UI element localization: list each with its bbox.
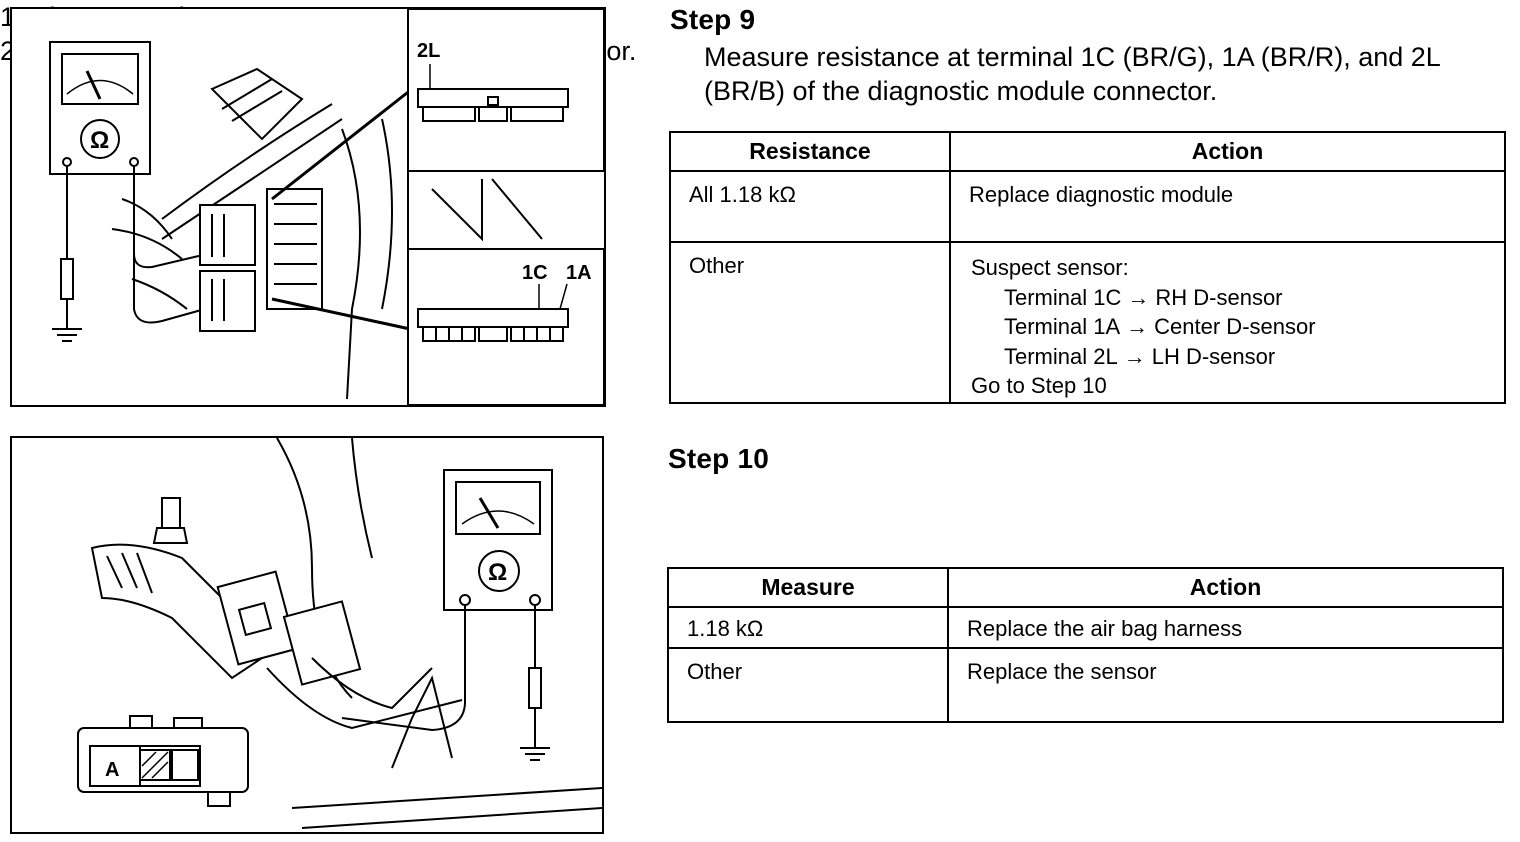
terminal-name: Terminal 2L xyxy=(1004,343,1118,369)
suspect-sensor-intro: Suspect sensor: xyxy=(971,255,1129,280)
sensor-measurement-illustration: Ω A xyxy=(77,438,602,829)
action-cell: Suspect sensor: Terminal 1C→RH D-sensor … xyxy=(951,243,1504,401)
table-header-action: Action xyxy=(947,567,1504,608)
sensor-name: RH D-sensor xyxy=(1155,284,1283,310)
terminal-name: Terminal 1A xyxy=(1004,314,1121,339)
figure-sensor-measurement: Ω A xyxy=(10,436,604,834)
label-2l: 2L xyxy=(417,40,440,62)
action-cell: Replace the sensor xyxy=(967,659,1157,684)
table-row: 1.18 kΩ Replace the air bag harness xyxy=(667,606,1504,649)
table-header-resistance: Resistance xyxy=(669,131,951,172)
terminal-mapping: Terminal 1A→Center D-sensor xyxy=(971,312,1504,342)
table-row: All 1.18 kΩ Replace diagnostic module xyxy=(669,170,1506,243)
sensor-name: LH D-sensor xyxy=(1151,343,1276,369)
connector-1c-1a-icon xyxy=(417,283,569,342)
diagnostic-module-illustration: Ω xyxy=(49,9,604,405)
ohmmeter-icon xyxy=(341,469,553,761)
table-row: Other Replace the sensor xyxy=(667,647,1504,723)
step-9-instruction: Measure resistance at terminal 1C (BR/G)… xyxy=(704,42,1440,106)
condition-cell: 1.18 kΩ xyxy=(687,616,764,641)
terminal-a-label: A xyxy=(105,759,119,781)
sensor-name: Center D-sensor xyxy=(1154,314,1316,339)
terminal-name: Terminal 1C xyxy=(1004,284,1122,310)
go-to-step-text: Go to Step 10 xyxy=(971,373,1107,398)
ohm-symbol: Ω xyxy=(488,559,507,586)
step-9-title: Step 9 xyxy=(670,4,756,35)
arrow-icon: → xyxy=(1126,314,1149,339)
arrow-icon: → xyxy=(1123,343,1146,369)
arrow-icon: → xyxy=(1127,284,1150,310)
ohm-symbol: Ω xyxy=(90,127,109,154)
label-1c: 1C xyxy=(522,262,548,284)
action-cell: Replace diagnostic module xyxy=(969,182,1234,207)
table-row: Other Suspect sensor: Terminal 1C→RH D-s… xyxy=(669,241,1506,404)
sensor-connector-icon xyxy=(77,715,249,807)
action-cell: Replace the air bag harness xyxy=(967,616,1243,641)
connector-2l-icon xyxy=(417,64,569,122)
label-1a: 1A xyxy=(566,262,592,284)
step-9-action-table: Resistance Action All 1.18 kΩ Replace di… xyxy=(669,131,1506,404)
table-header-action: Action xyxy=(949,131,1506,172)
terminal-mapping: Terminal 1C→RH D-sensor xyxy=(971,283,1504,313)
table-header-measure: Measure xyxy=(667,567,949,608)
condition-cell: Other xyxy=(689,253,745,278)
terminal-mapping: Terminal 2L→LH D-sensor xyxy=(971,342,1504,372)
condition-cell: All 1.18 kΩ xyxy=(689,182,796,207)
step-10-action-table: Measure Action 1.18 kΩ Replace the air b… xyxy=(667,567,1504,723)
condition-cell: Other xyxy=(687,659,743,684)
figure-diagnostic-module-measurement: Ω xyxy=(10,7,606,407)
ohmmeter-icon xyxy=(49,41,151,175)
step-10-title: Step 10 xyxy=(668,443,769,474)
